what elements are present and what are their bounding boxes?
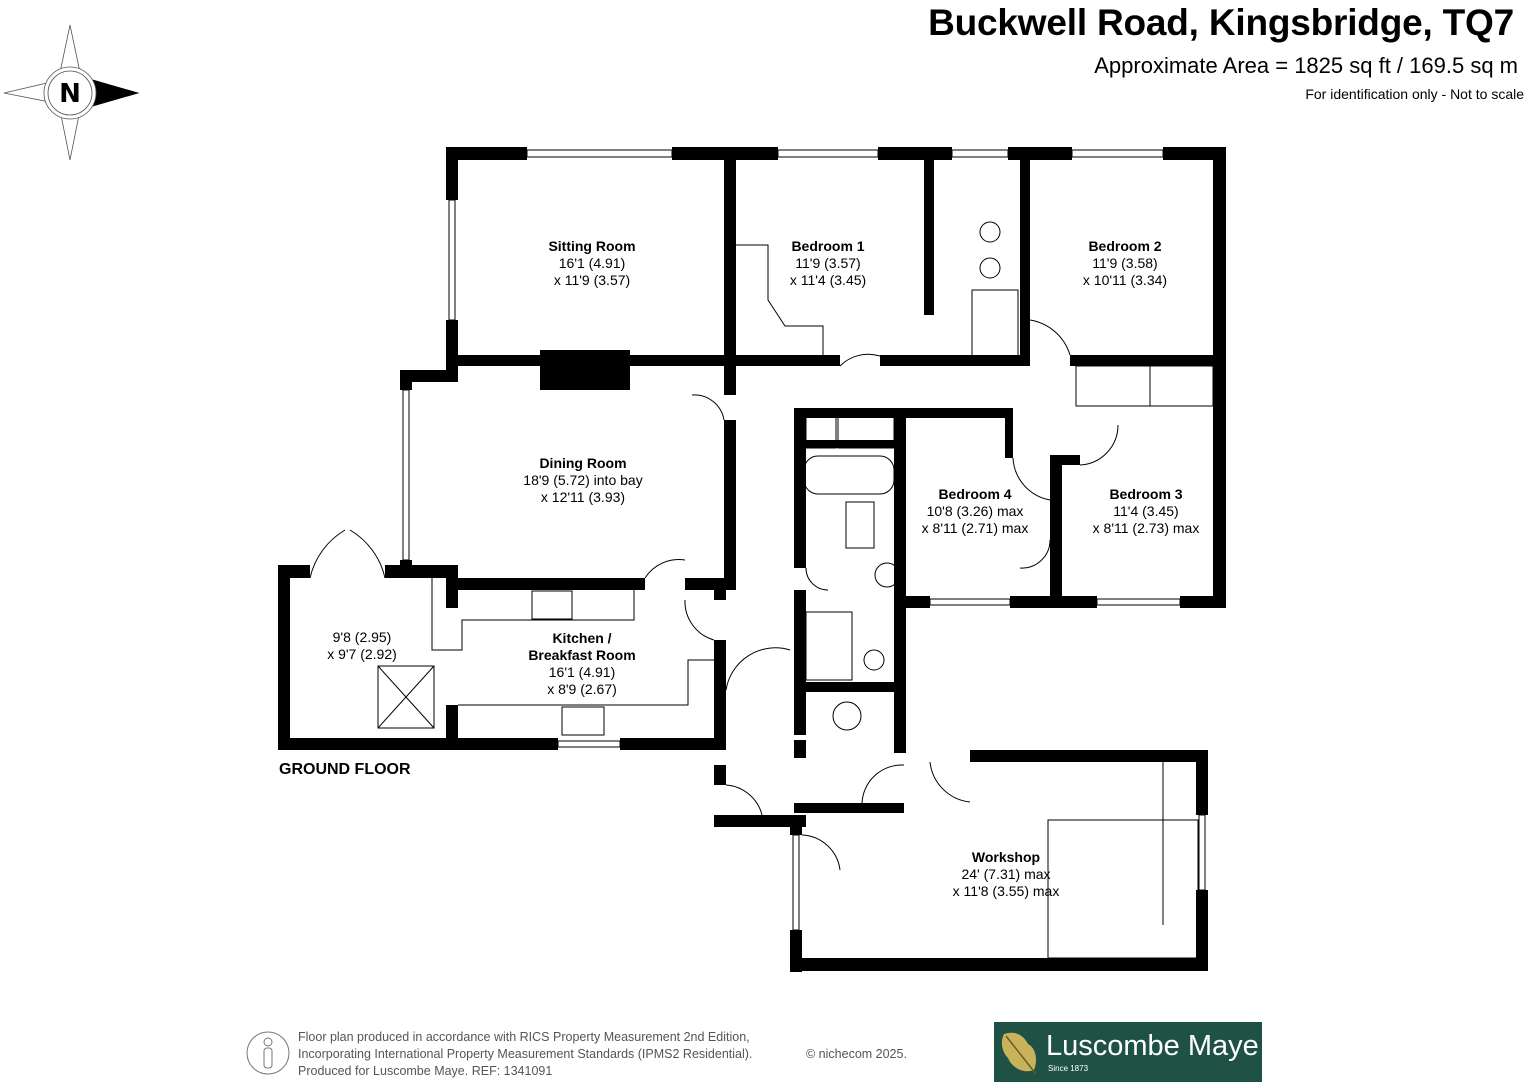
svg-text:N: N <box>59 79 81 109</box>
scale-note: For identification only - Not to scale <box>1305 86 1524 102</box>
copyright: © nichecom 2025. <box>806 1047 907 1061</box>
room-utility: 9'8 (2.95)x 9'7 (2.92) <box>327 629 397 662</box>
agent-logo: Luscombe Maye Since 1873 <box>994 1022 1262 1082</box>
fixtures <box>309 149 1214 959</box>
footer-note: Floor plan produced in accordance with R… <box>298 1030 907 1078</box>
compass-icon: N <box>3 24 140 161</box>
floor-label: GROUND FLOOR <box>279 761 411 778</box>
oak-leaf-icon <box>1001 1032 1037 1075</box>
person-icon <box>246 1031 290 1075</box>
approximate-area: Approximate Area = 1825 sq ft / 169.5 sq… <box>1094 53 1518 78</box>
property-title: Buckwell Road, Kingsbridge, TQ7 <box>928 2 1514 43</box>
walls <box>278 147 1226 972</box>
